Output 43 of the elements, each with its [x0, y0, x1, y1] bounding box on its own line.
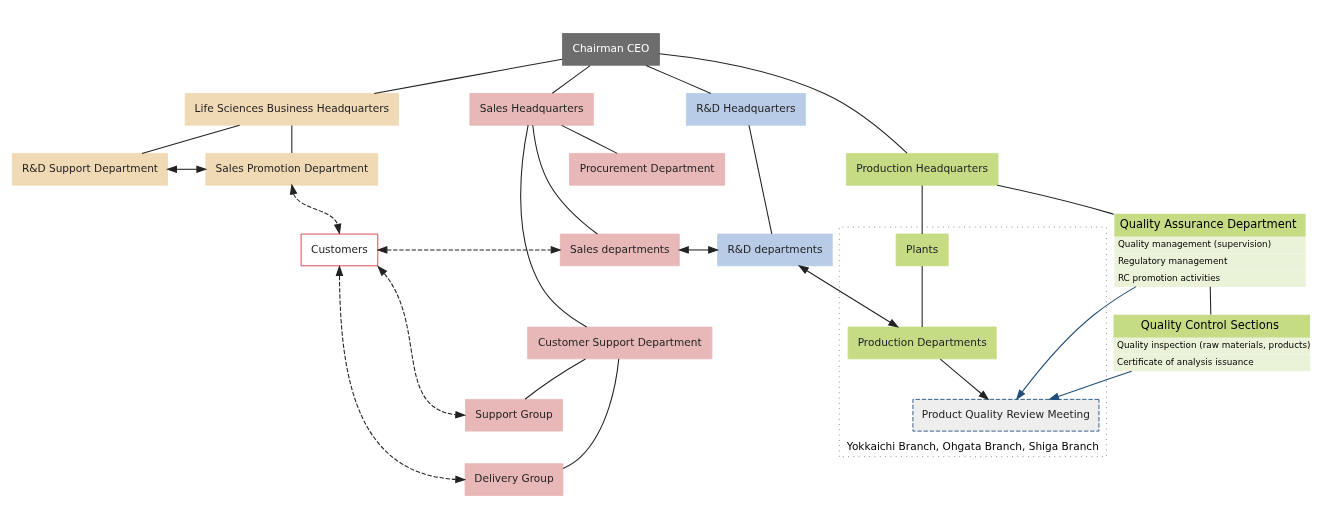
arrow — [939, 358, 990, 401]
node-box: Plants — [895, 233, 949, 267]
node-box: Sales Headquarters — [469, 93, 594, 126]
node-box: Procurement Department — [569, 153, 726, 186]
node-box: R&D Support Department — [11, 153, 168, 186]
node-box: Support Group — [465, 398, 563, 432]
node-box: Product Quality Review Meeting — [912, 398, 1100, 432]
arrow — [335, 265, 467, 484]
connector — [532, 124, 598, 235]
connector — [141, 124, 241, 154]
arrow — [797, 265, 900, 328]
node-box: Delivery Group — [464, 463, 564, 496]
node-box: Production Headquarters — [845, 153, 999, 186]
arrow — [1048, 370, 1133, 400]
connector — [921, 265, 923, 328]
arrow — [289, 183, 342, 235]
node-box: Sales departments — [559, 233, 680, 267]
connector — [520, 124, 588, 328]
connector — [921, 184, 923, 235]
connector — [291, 125, 293, 154]
connector — [1209, 286, 1212, 316]
node-box: Customers — [300, 233, 379, 267]
arrow — [677, 246, 720, 254]
arrow — [1015, 286, 1137, 401]
arrow — [166, 165, 208, 174]
connector — [551, 65, 591, 94]
node-box: R&D Headquarters — [685, 93, 806, 126]
node-box: Life Sciences Business Headquarters — [184, 93, 399, 126]
node-box: Chairman CEO — [562, 33, 660, 66]
arrow — [377, 265, 467, 419]
node-box: Production Departments — [847, 326, 997, 360]
connector — [645, 64, 712, 94]
node-box: R&D departments — [717, 233, 833, 267]
connector — [373, 58, 563, 94]
connector — [561, 124, 618, 154]
node-box: Sales Promotion Department — [205, 153, 379, 186]
connector — [658, 53, 908, 154]
node-box: Customer Support Department — [527, 326, 713, 360]
connector — [524, 358, 586, 400]
connector — [996, 184, 1115, 215]
connector — [562, 358, 620, 470]
connector — [748, 124, 773, 235]
arrow — [376, 246, 562, 254]
